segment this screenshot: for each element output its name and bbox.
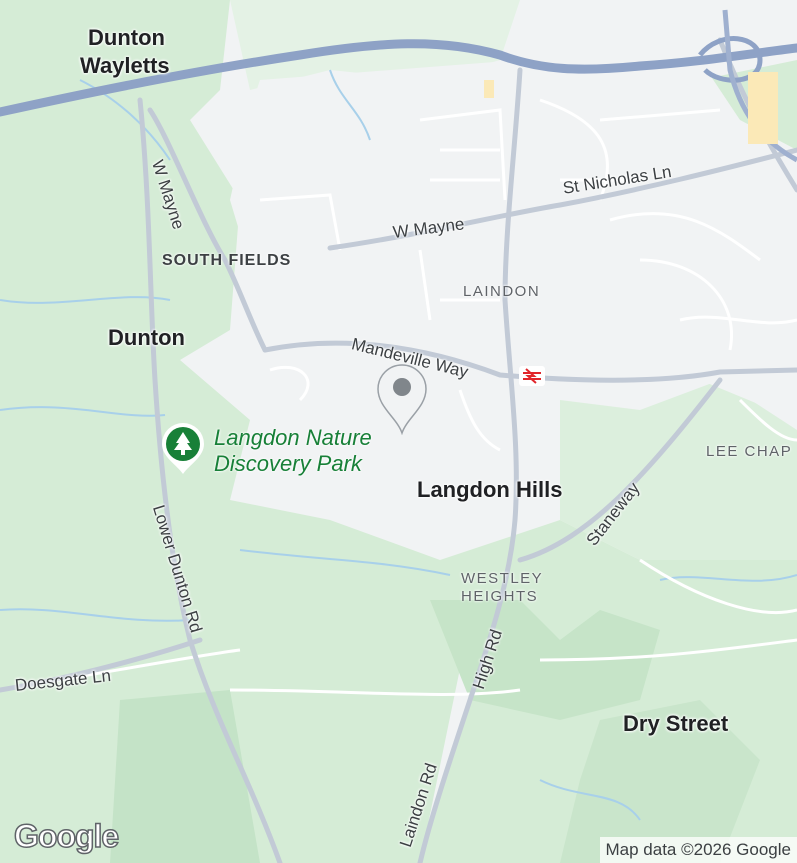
station-marker[interactable] [519,366,545,391]
rail-station-icon [519,366,545,386]
district-label-westley: WESTLEY [461,570,544,587]
urban-area-ne [560,0,797,60]
road-high-rd [417,67,523,863]
park-label-2[interactable]: Discovery Park [214,451,362,476]
place-label-langdon-hills: Langdon Hills [417,477,563,502]
road-st-nicholas [327,147,797,251]
highway-a127 [0,39,797,117]
commercial-area [748,72,778,144]
main-roads [0,37,797,863]
place-label-dunton-wayletts-2: Wayletts [80,53,170,78]
park-label-1[interactable]: Langdon Nature [214,425,372,450]
green-area-south-east [560,380,797,560]
district-label-south-fields: SOUTH FIELDS [162,252,292,269]
road-lower-dunton [137,97,283,863]
road-dunton-sw [0,637,203,693]
highway-junction [698,36,763,83]
tree-icon [162,423,204,474]
location-marker[interactable] [375,363,429,440]
place-label-dry-street: Dry Street [623,711,729,736]
road-w-mayne [147,107,268,353]
district-label-lee-chapel: LEE CHAP [706,443,793,460]
road-mandeville [262,340,797,383]
place-label-dunton: Dunton [108,325,185,350]
district-label-laindon: LAINDON [463,283,541,300]
place-label-dunton-wayletts-1: Dunton [88,25,165,50]
park-marker[interactable] [160,423,206,480]
wood-patch-3 [560,700,760,863]
map-attribution[interactable]: Map data ©2026 Google [599,837,797,863]
district-label-heights: HEIGHTS [461,588,539,605]
commercial-area-2 [484,80,494,98]
minor-streets [0,98,797,696]
google-logo: Google [13,817,120,855]
urban-area [230,40,797,530]
wood-patch-1 [110,690,260,863]
road-staneway [517,377,723,563]
green-area-west [0,0,470,863]
location-pin-icon [377,364,427,436]
